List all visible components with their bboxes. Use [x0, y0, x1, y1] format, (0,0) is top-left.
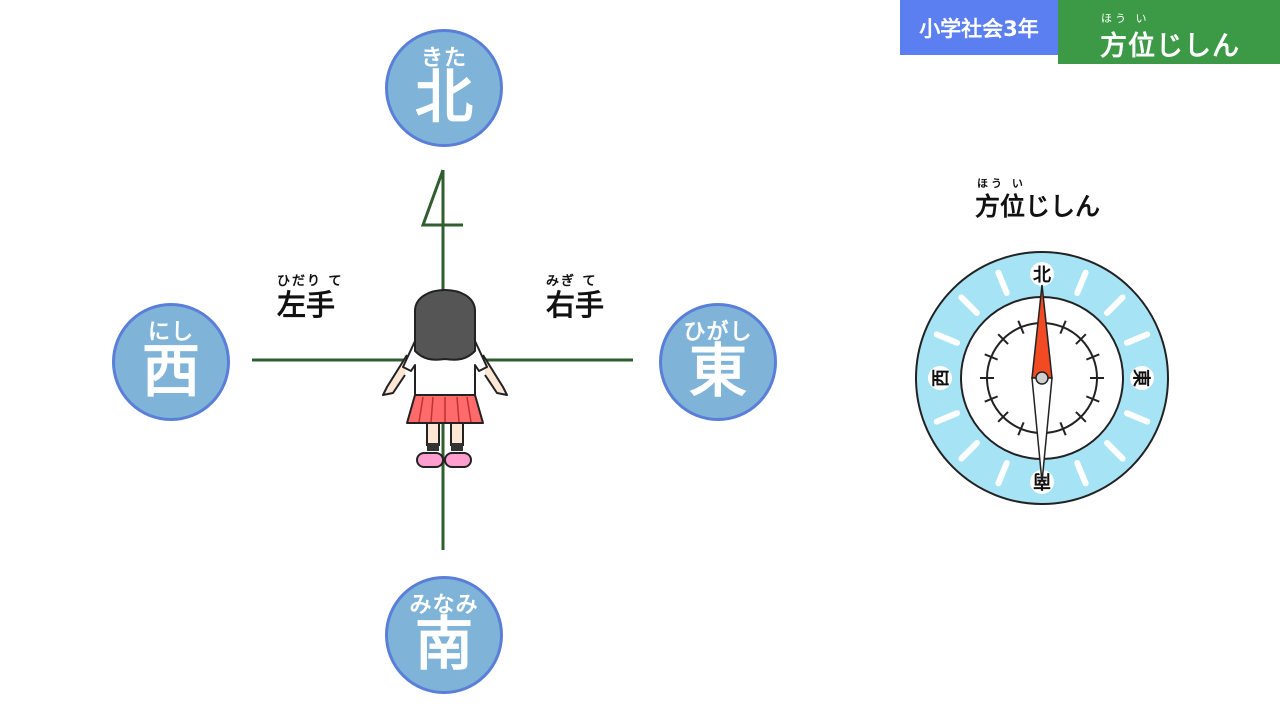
compass-title: ほう い 方位じしん: [975, 175, 1135, 225]
ring-mark: [1104, 294, 1126, 316]
direction-south: みなみ 南: [385, 576, 503, 694]
tick-mark: [984, 353, 999, 361]
west-reading: にし: [147, 320, 194, 345]
south-reading: みなみ: [409, 593, 479, 618]
compass-east-bg: [1130, 366, 1154, 390]
north-reading: きた: [420, 46, 467, 71]
tick-mark: [1075, 333, 1087, 345]
compass-title-ruby: ほう い: [977, 177, 1026, 190]
ring-mark: [995, 269, 1010, 297]
ring-mark: [1074, 459, 1089, 487]
ring-mark: [1074, 269, 1089, 297]
north-kanji: 北: [414, 63, 473, 131]
tick-mark: [997, 411, 1009, 423]
left-hand-ruby: ひだり て: [277, 274, 344, 289]
compass-label-west: 西: [931, 369, 952, 387]
ring-mark: [933, 410, 961, 425]
compass-label-north: 北: [1033, 265, 1051, 286]
title-ruby: ほう い: [1101, 12, 1150, 25]
title-badge: ほう い 方位じしん: [1058, 0, 1280, 64]
tick-mark: [984, 395, 999, 403]
grade-badge: 小学社会3年: [900, 0, 1058, 55]
east-kanji: 東: [688, 337, 747, 405]
ring-mark: [958, 294, 980, 316]
girl-figure-icon: [382, 289, 508, 468]
tick-mark: [1075, 411, 1087, 423]
ring-mark: [995, 459, 1010, 487]
right-hand-label: みぎ て 右手: [546, 270, 636, 330]
tick-mark: [1059, 421, 1067, 436]
right-hand-text: 右手: [546, 288, 605, 322]
tick-mark: [997, 333, 1009, 345]
tick-mark: [1059, 320, 1067, 335]
west-kanji: 西: [141, 337, 200, 405]
direction-north: きた 北: [385, 29, 503, 147]
ring-mark: [958, 440, 980, 462]
tick-mark: [1017, 320, 1025, 335]
north-arrow-icon: [420, 169, 463, 227]
east-reading: ひがし: [683, 320, 753, 345]
compass-label-east: 東: [1130, 369, 1152, 387]
ring-mark: [1104, 440, 1126, 462]
tick-mark: [1085, 395, 1100, 403]
compass-west-bg: [928, 366, 952, 390]
ring-mark: [933, 331, 961, 346]
direction-east: ひがし 東: [659, 303, 777, 421]
compass-north-bg: [1030, 262, 1054, 286]
compass-title-text: 方位じしん: [975, 192, 1101, 221]
direction-west: にし 西: [112, 303, 230, 421]
tick-mark: [1017, 421, 1025, 436]
compass-pivot: [1035, 371, 1049, 385]
ring-mark: [1123, 410, 1151, 425]
south-kanji: 南: [414, 610, 473, 678]
tick-mark: [1085, 353, 1100, 361]
page-title: 方位じしん: [1100, 31, 1240, 62]
compass-icon: 北 東 南 西: [915, 251, 1169, 505]
right-hand-ruby: みぎ て: [546, 274, 598, 289]
compass-ring-marks: [933, 269, 1151, 487]
grade-label: 小学社会3年: [919, 16, 1039, 41]
ring-mark: [1123, 331, 1151, 346]
left-hand-label: ひだり て 左手: [277, 270, 367, 330]
left-hand-text: 左手: [277, 288, 336, 322]
